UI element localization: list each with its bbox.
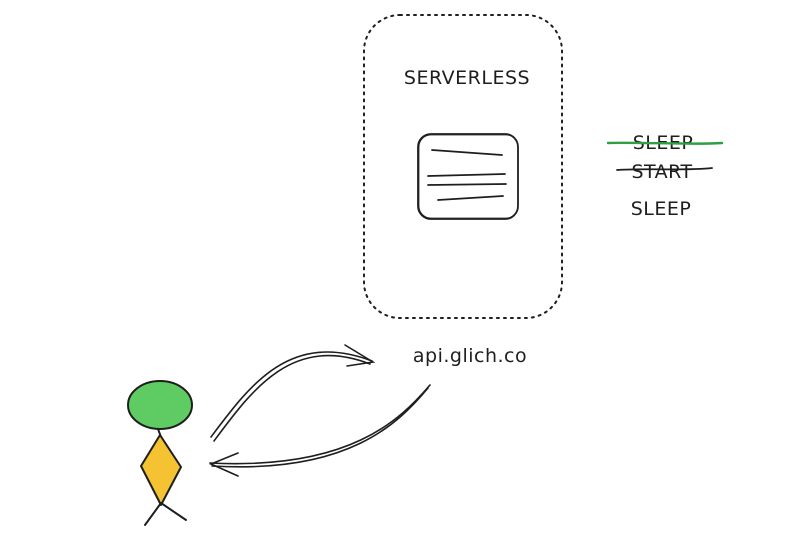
response-arrow (208, 384, 431, 477)
user-head (127, 380, 193, 430)
state-list: SLEEP START SLEEP (606, 132, 724, 220)
state-item-start-struck: START (631, 161, 692, 183)
request-arrow (210, 344, 376, 442)
server-document-icon (417, 133, 519, 220)
serverless-title: SERVERLESS (404, 67, 530, 89)
state-strike-green (606, 141, 724, 145)
stick-figure-user-icon (127, 380, 193, 526)
serverless-container: SERVERLESS (363, 14, 563, 319)
user-body (140, 434, 182, 506)
state-strike-black (616, 167, 713, 171)
endpoint-label: api.glich.co (413, 345, 527, 367)
state-item-sleep: SLEEP (631, 198, 692, 220)
serverless-boundary (363, 14, 563, 319)
